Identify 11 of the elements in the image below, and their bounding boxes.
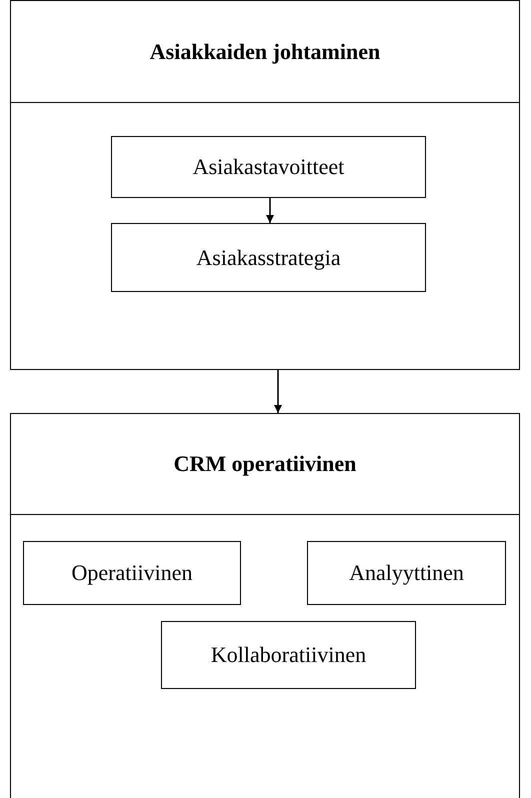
group-box xyxy=(10,413,520,798)
header-band: CRM operatiivinen xyxy=(11,414,519,515)
process-box: Analyyttinen xyxy=(307,541,506,605)
arrow xyxy=(274,370,282,413)
process-box: Kollaboratiivinen xyxy=(161,621,416,689)
header-band: Asiakkaiden johtaminen xyxy=(11,1,519,103)
process-box: Asiakastavoitteet xyxy=(111,136,426,198)
process-box: Asiakasstrategia xyxy=(111,223,426,292)
group-box xyxy=(10,0,520,370)
arrow xyxy=(266,198,274,223)
process-box: Operatiivinen xyxy=(23,541,241,605)
